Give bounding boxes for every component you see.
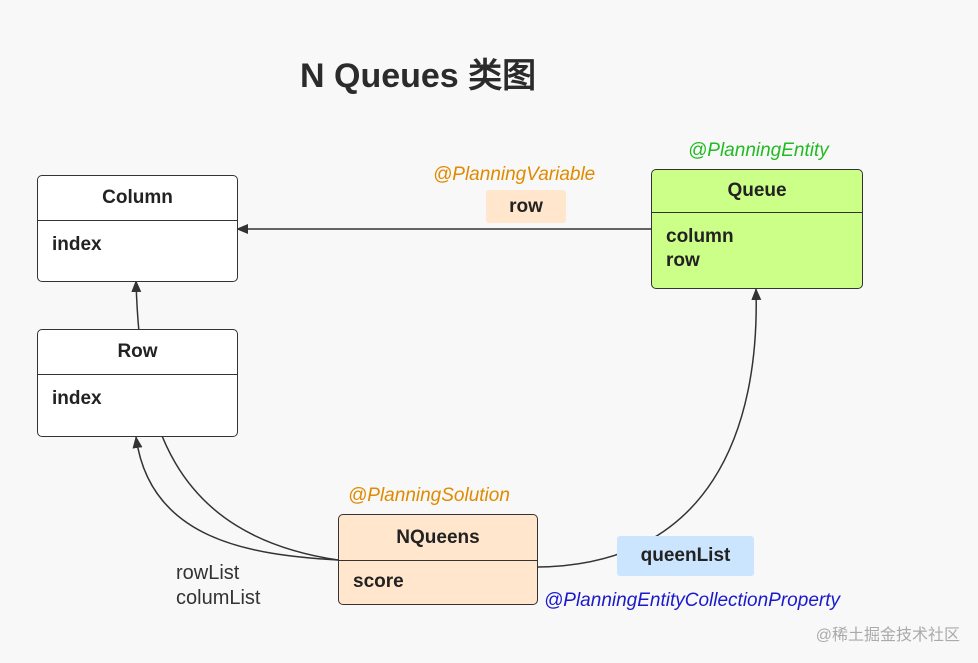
class-row-name: Row [38,330,237,375]
nqueens-to-row-arrow [132,436,339,561]
class-nqueens-name: NQueens [339,515,537,561]
nqueens-to-queue-arrow [537,288,762,568]
planning-variable-annotation: @PlanningVariable [433,164,596,185]
class-queue-attr-row: row [666,250,700,271]
class-row[interactable]: Row index [37,329,238,437]
class-column[interactable]: Column index [37,175,238,282]
row-column-list-labels: rowList columList [176,561,260,611]
nqueens-annotation: @PlanningSolution [348,485,510,506]
class-queue-attr-column: column [666,226,734,247]
class-row-attributes: index [38,375,237,423]
entity-collection-annotation: @PlanningEntityCollectionProperty [544,590,840,611]
row-list-label: rowList [176,562,240,584]
class-column-attributes: index [38,221,237,269]
class-queue[interactable]: Queue column row [651,169,863,289]
class-nqueens[interactable]: NQueens score [338,514,538,605]
diagram-title: N Queues 类图 [300,57,537,95]
class-column-name: Column [38,176,237,221]
planning-variable-tag: row [486,190,566,223]
class-queue-name: Queue [652,170,862,213]
class-queue-attributes: column row [652,213,862,285]
class-nqueens-attributes: score [339,561,537,604]
class-column-attr-index: index [52,234,102,255]
class-row-attr-index: index [52,388,102,409]
watermark: @稀土掘金技术社区 [815,627,960,644]
queue-annotation: @PlanningEntity [688,140,829,161]
class-nqueens-attr-score: score [353,571,404,592]
colum-list-label: columList [176,587,261,609]
queen-list-tag: queenList [617,536,754,576]
